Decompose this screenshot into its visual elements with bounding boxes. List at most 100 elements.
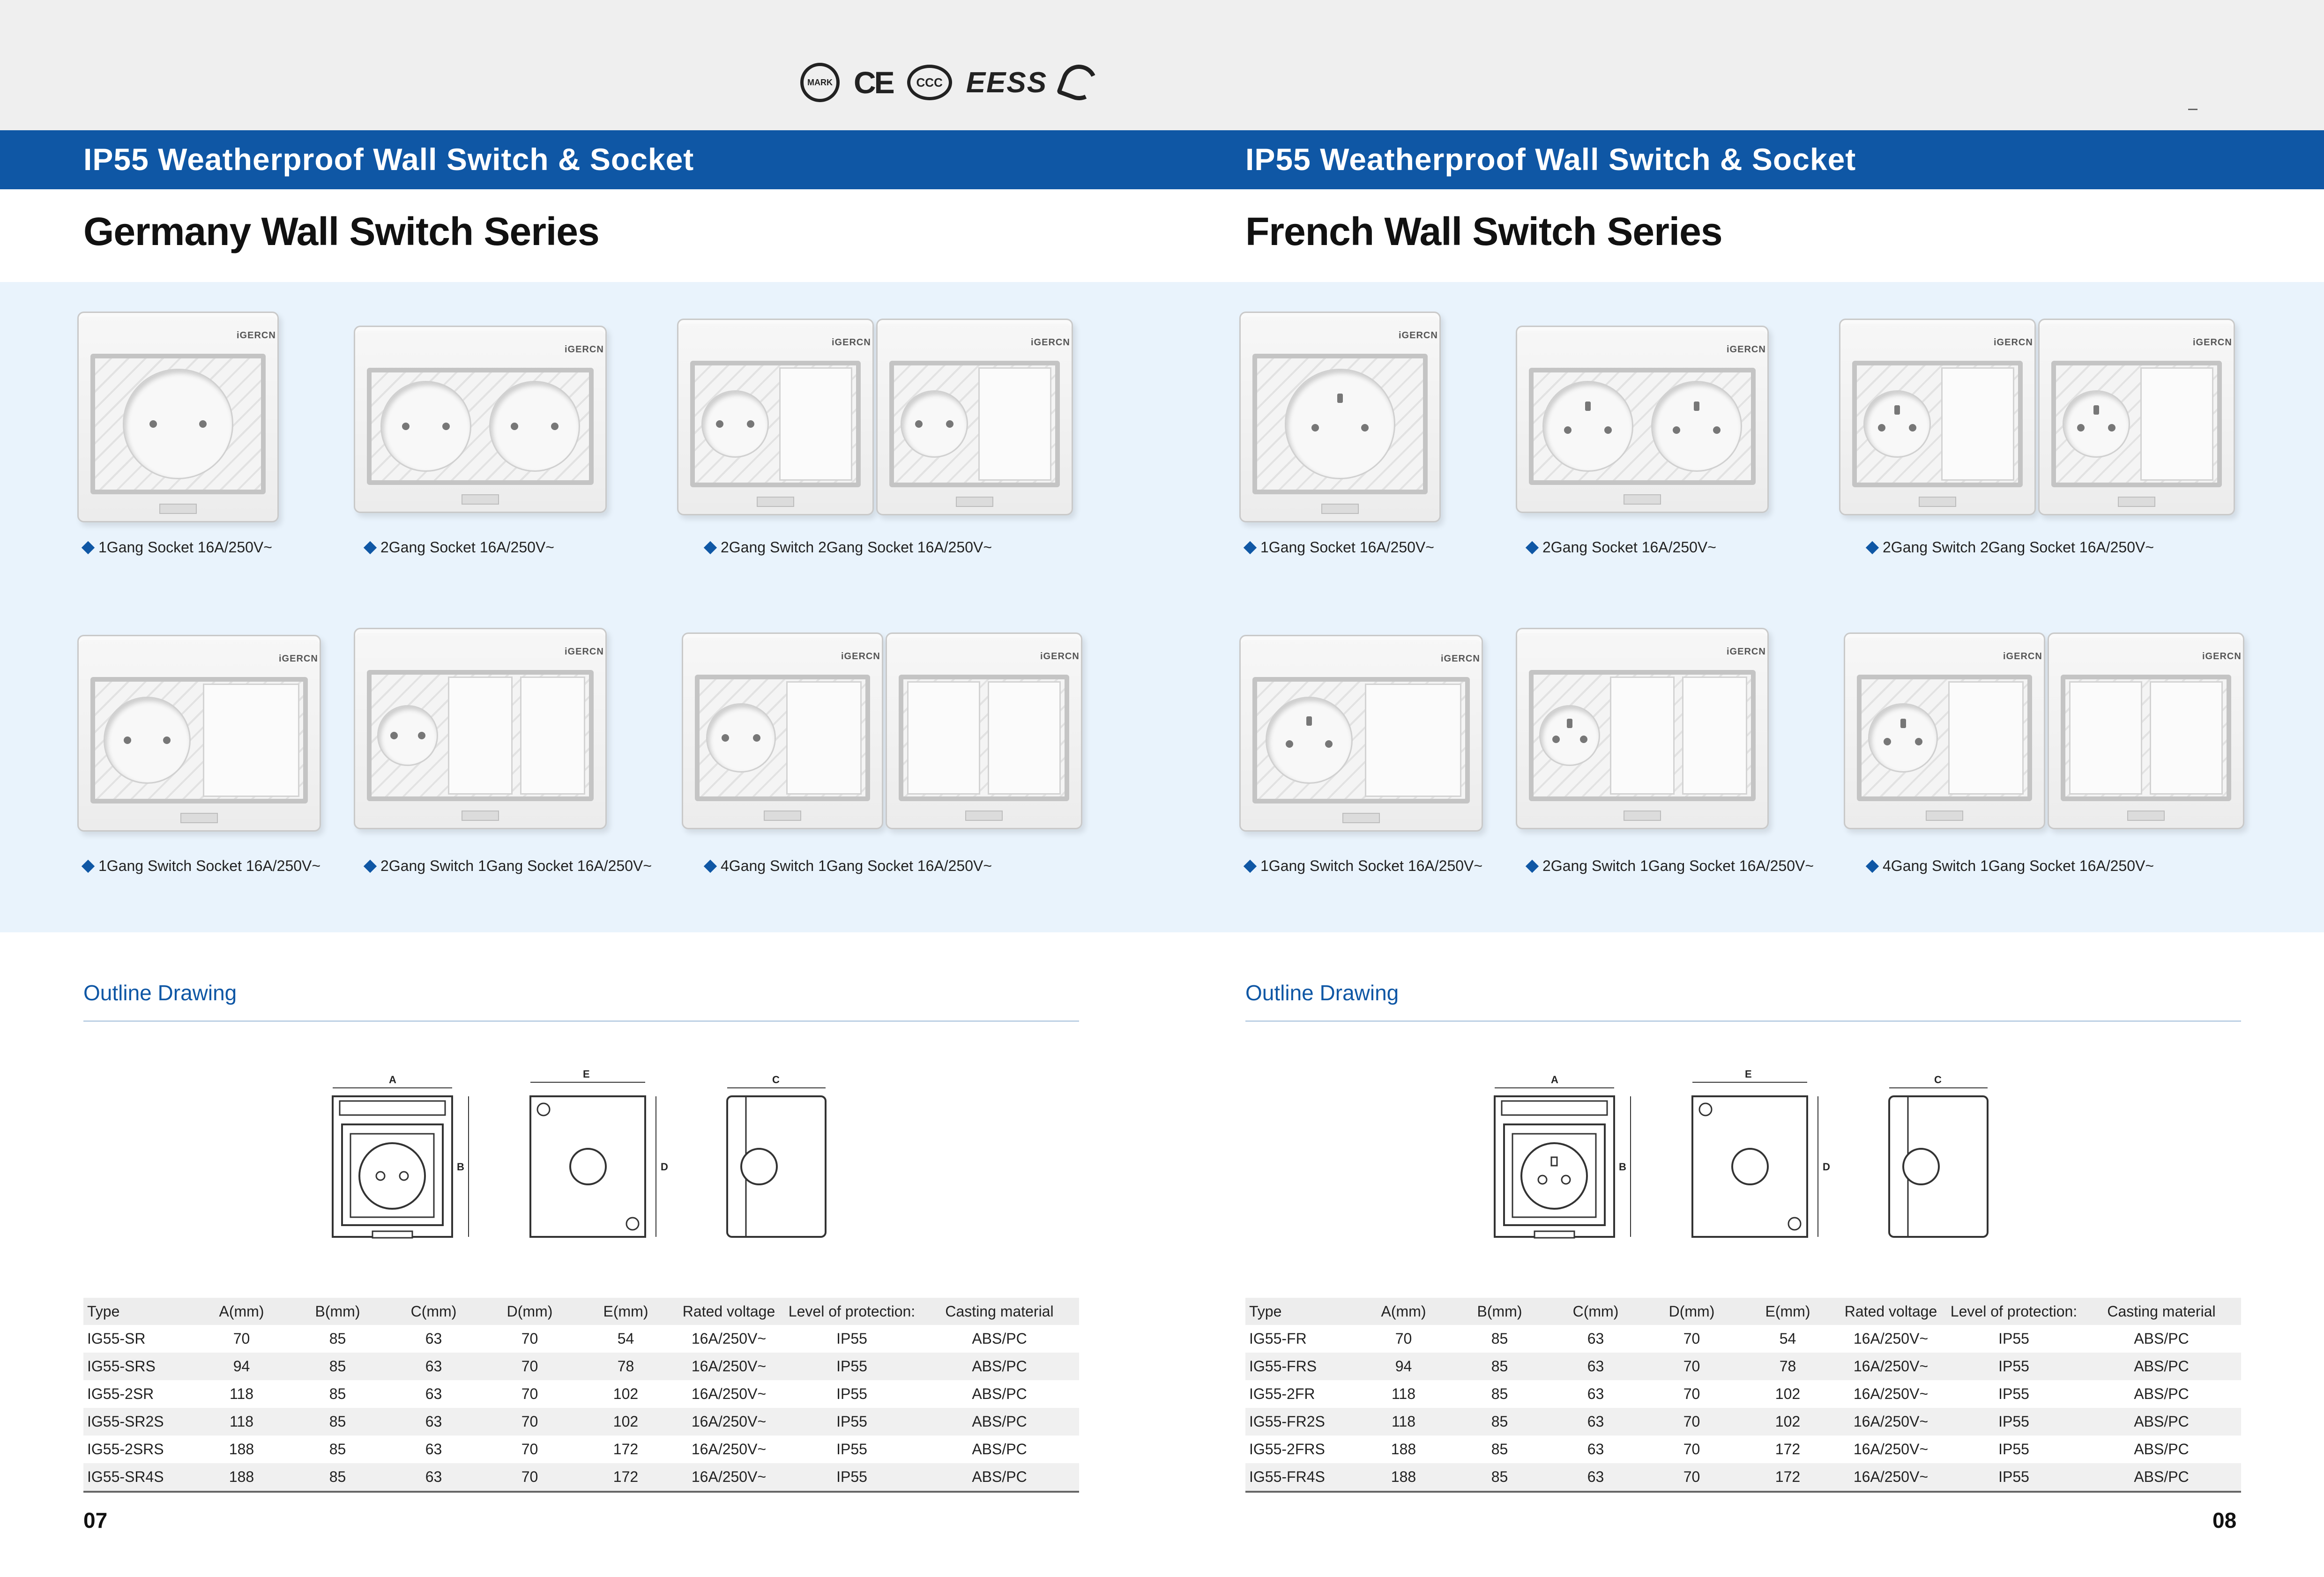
cover-latch — [757, 497, 794, 507]
socket-pin — [2108, 424, 2115, 431]
right-series-title: French Wall Switch Series — [1245, 209, 1723, 253]
table-header-cell: Type — [83, 1298, 194, 1325]
socket-pin — [551, 423, 559, 430]
table-cell: 188 — [229, 1441, 254, 1458]
table-header-cell: Type — [1245, 1298, 1356, 1325]
table-cell: 188 — [1391, 1441, 1416, 1458]
table-cell: 16A/250V~ — [691, 1441, 767, 1458]
outline-drawing-figure — [332, 1082, 827, 1239]
socket-pin — [417, 732, 425, 739]
socket-pin — [1914, 738, 1922, 745]
socket-pin — [510, 423, 518, 430]
cover-latch — [1342, 813, 1380, 823]
table-cell: 16A/250V~ — [1853, 1330, 1929, 1347]
table-cell: 63 — [386, 1408, 482, 1436]
socket-face — [489, 381, 580, 472]
table-cell: 16A/250V~ — [1836, 1408, 1946, 1436]
product-caption: 2Gang Switch 2Gang Socket 16A/250V~ — [703, 539, 992, 556]
brand-logo: iGERCN — [565, 344, 604, 355]
product-caption: 2Gang Switch 1Gang Socket 16A/250V~ — [363, 857, 652, 875]
table-cell: 70 — [1644, 1353, 1740, 1380]
socket-pin — [752, 734, 760, 742]
table-cell: IG55-2SR — [87, 1385, 154, 1402]
banner-left-title: IP55 Weatherproof Wall Switch & Socket — [83, 142, 694, 177]
socket-pin — [1713, 426, 1721, 434]
socket-face — [377, 705, 439, 766]
table-cell: 85 — [329, 1330, 346, 1347]
socket-pin — [390, 732, 398, 739]
dim-label-b: B — [1619, 1161, 1626, 1173]
socket-pin — [1286, 740, 1294, 748]
table-header-cell: B(mm) — [1452, 1298, 1548, 1325]
table-cell: 118 — [194, 1408, 290, 1436]
earth-pin — [1900, 719, 1906, 729]
earth-pin — [2093, 405, 2099, 415]
divider — [83, 1020, 1079, 1022]
brand-logo: iGERCN — [1031, 337, 1070, 348]
socket-face — [103, 696, 191, 784]
switch-rocker — [1365, 684, 1461, 797]
table-cell: IP55 — [836, 1330, 867, 1347]
table-cell: IG55-SR4S — [83, 1463, 194, 1493]
table-cell: 94 — [194, 1353, 290, 1380]
dim-label-a: A — [1551, 1074, 1558, 1086]
table-cell: 85 — [290, 1408, 386, 1436]
banner-right: IP55 Weatherproof Wall Switch & Socket — [1245, 130, 2276, 189]
table-cell: 172 — [613, 1441, 639, 1458]
page-number-right: 08 — [2212, 1508, 2237, 1532]
table-cell: 16A/250V~ — [674, 1463, 784, 1493]
brand-logo: iGERCN — [1727, 647, 1766, 657]
socket-face — [701, 390, 769, 458]
table-cell: IP55 — [784, 1463, 920, 1493]
socket-pin — [402, 423, 410, 430]
socket-pin — [442, 423, 450, 430]
table-cell: 172 — [1775, 1441, 1801, 1458]
table-cell: ABS/PC — [2082, 1408, 2241, 1436]
table-cell: 85 — [290, 1463, 386, 1493]
table-cell: 85 — [329, 1385, 346, 1402]
table-cell: ABS/PC — [920, 1408, 1079, 1436]
table-cell: IP55 — [1998, 1330, 2029, 1347]
cover-latch — [2118, 497, 2155, 507]
product-caption: 4Gang Switch 1Gang Socket 16A/250V~ — [1865, 857, 2154, 875]
bullet-diamond-icon — [1525, 541, 1539, 554]
product-caption: 2Gang Socket 16A/250V~ — [1525, 539, 1716, 556]
table-cell: 16A/250V~ — [691, 1330, 767, 1347]
table-cell: IG55-FRS — [1245, 1353, 1356, 1380]
table-cell: ABS/PC — [2134, 1385, 2189, 1402]
table-header-cell: Casting material — [2082, 1298, 2241, 1325]
dim-label-b: B — [457, 1161, 464, 1173]
table-cell: ABS/PC — [2082, 1353, 2241, 1380]
product-caption: 1Gang Socket 16A/250V~ — [1243, 539, 1434, 556]
socket-pin — [124, 736, 132, 744]
table-cell: IG55-SRS — [83, 1353, 194, 1380]
socket-pin — [163, 736, 171, 744]
table-cell: IG55-FR2S — [1245, 1408, 1356, 1436]
cover-latch — [159, 504, 197, 514]
earth-pin — [1894, 405, 1900, 415]
earth-pin — [1306, 716, 1312, 726]
bullet-diamond-icon — [363, 859, 377, 873]
switch-rocker — [779, 367, 852, 481]
table-cell: IG55-2FRS — [1249, 1441, 1325, 1458]
earth-pin — [1694, 401, 1699, 411]
table-header-cell: E(mm) — [1740, 1298, 1836, 1325]
bullet-diamond-icon — [1243, 541, 1257, 554]
socket-pin — [1884, 738, 1892, 745]
cover-latch — [180, 813, 218, 823]
quality-mark-icon: MARK — [800, 63, 840, 102]
socket-pin — [716, 420, 724, 428]
bullet-diamond-icon — [703, 859, 717, 873]
cover-latch — [462, 811, 499, 821]
ccc-mark-icon: CCC — [907, 65, 952, 100]
table-cell: ABS/PC — [972, 1441, 1027, 1458]
brand-logo: iGERCN — [841, 651, 880, 662]
table-cell: IP55 — [1946, 1463, 2082, 1493]
brand-logo: iGERCN — [1441, 654, 1480, 664]
socket-pin — [2077, 424, 2085, 431]
